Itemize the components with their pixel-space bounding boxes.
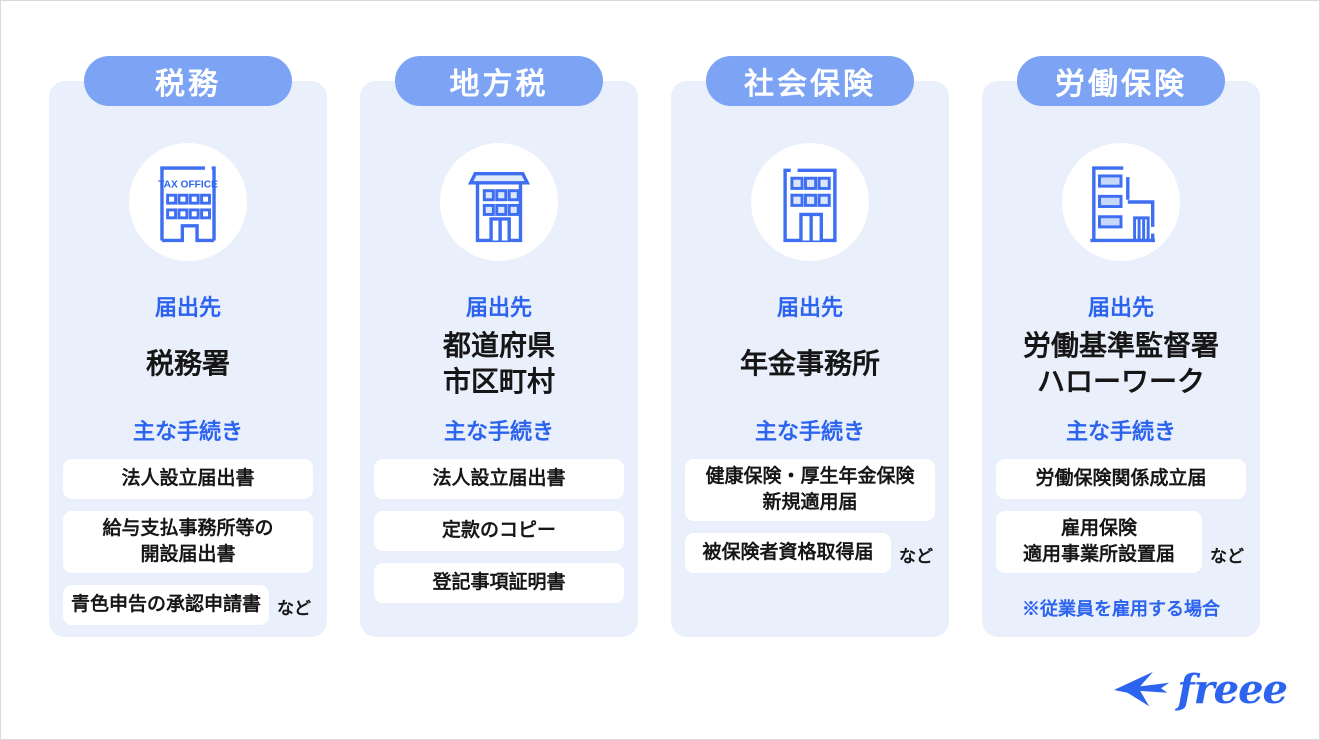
government-building-icon-windows bbox=[482, 189, 520, 216]
labor-office-building-icon bbox=[1090, 166, 1155, 243]
tax-office-icon-windows bbox=[166, 193, 211, 220]
procedure-row: 給与支払事務所等の 開設届出書 bbox=[63, 511, 313, 573]
column-labor-insurance: 労働保険 届出先 bbox=[982, 56, 1260, 637]
procedures-list: 健康保険・厚生年金保険 新規適用届 被保険者資格取得届 など bbox=[685, 459, 935, 573]
procedure-row: 雇用保険 適用事業所設置届 など bbox=[996, 511, 1246, 573]
procedure-row: 登記事項証明書 bbox=[374, 563, 624, 603]
procedure-text: 定款のコピー bbox=[441, 520, 556, 541]
freee-logo-text: freee bbox=[1177, 666, 1288, 713]
procedures-list: 法人設立届出書 定款のコピー 登記事項証 bbox=[374, 459, 624, 603]
destination-name: 税務署 bbox=[146, 327, 230, 401]
labor-office-icon-circle bbox=[1062, 143, 1180, 261]
procedure-box: 法人設立届出書 bbox=[63, 459, 313, 499]
procedure-text: 健康保険・厚生年金保険 bbox=[705, 466, 915, 487]
procedure-text: 被保険者資格取得届 bbox=[702, 542, 874, 563]
destination-name-line: 年金事務所 bbox=[739, 348, 880, 379]
procedure-row: 被保険者資格取得届 など bbox=[685, 533, 935, 573]
procedure-text: 新規適用届 bbox=[762, 492, 858, 513]
column-social-insurance-title-pill: 社会保険 bbox=[706, 56, 914, 106]
etc-label: など bbox=[277, 599, 311, 618]
column-tax-title-pill: 税務 bbox=[84, 56, 292, 106]
destination-label: 届出先 bbox=[776, 295, 843, 320]
procedures-list: 法人設立届出書 給与支払事務所等の 開設届出書 bbox=[63, 459, 313, 625]
procedure-text: 開設届出書 bbox=[140, 544, 236, 565]
procedure-box: 法人設立届出書 bbox=[374, 459, 624, 499]
destination-label: 届出先 bbox=[1087, 295, 1154, 320]
column-labor-insurance-card: 届出先 労働基準監督署 ハローワーク 主な手続き 労働保険関係成立届 bbox=[982, 81, 1260, 637]
procedure-text: 登記事項証明書 bbox=[432, 572, 566, 593]
destination-name: 労働基準監督署 ハローワーク bbox=[1023, 327, 1219, 401]
destination-name: 都道府県 市区町村 bbox=[443, 327, 555, 401]
procedure-row: 定款のコピー bbox=[374, 511, 624, 551]
procedure-text: 適用事業所設置届 bbox=[1022, 544, 1175, 565]
destination-name-line: 都道府県 bbox=[442, 330, 555, 361]
procedures-label: 主な手続き bbox=[443, 419, 554, 444]
procedure-text: 雇用保険 bbox=[1060, 518, 1137, 539]
column-tax-card: TAX OFFICE 届出先 税務署 主な手続き bbox=[49, 81, 327, 637]
column-local-tax-card: 届出先 都道府県 市区町村 主な手続き 法人設立届出書 bbox=[360, 81, 638, 637]
procedure-box: 給与支払事務所等の 開設届出書 bbox=[63, 511, 313, 573]
labor-office-icon-door bbox=[1133, 216, 1150, 241]
column-social-insurance: 社会保険 届出先 年金事務所 主 bbox=[671, 56, 949, 637]
procedures-label: 主な手続き bbox=[132, 419, 243, 444]
destination-name-line: ハローワーク bbox=[1036, 366, 1205, 397]
procedures-list: 労働保険関係成立届 雇用保険 適用事業所設置届 など bbox=[996, 459, 1246, 573]
labor-office-icon-window-bars bbox=[1098, 174, 1123, 229]
column-local-tax: 地方税 届出先 都道府県 市区町村 bbox=[360, 56, 638, 637]
office-building-icon-door bbox=[799, 212, 824, 241]
freee-logo: freee bbox=[1113, 666, 1288, 713]
procedures-label: 主な手続き bbox=[1065, 419, 1176, 444]
procedure-box: 雇用保険 適用事業所設置届 bbox=[996, 511, 1202, 573]
procedure-text: 給与支払事務所等の bbox=[102, 518, 274, 539]
columns-board: 税務 TAX OFFICE 届出先 税務署 bbox=[49, 56, 1260, 637]
etc-label: など bbox=[1210, 547, 1244, 566]
government-building-icon-door bbox=[489, 217, 511, 241]
procedure-row: 青色申告の承認申請書 など bbox=[63, 585, 313, 625]
procedure-box: 登記事項証明書 bbox=[374, 563, 624, 603]
procedure-box: 被保険者資格取得届 bbox=[685, 533, 891, 573]
destination-label: 届出先 bbox=[465, 295, 532, 320]
procedure-row: 法人設立届出書 bbox=[63, 459, 313, 499]
office-building-icon bbox=[783, 168, 837, 243]
procedure-row: 労働保険関係成立届 bbox=[996, 459, 1246, 499]
procedure-row: 健康保険・厚生年金保険 新規適用届 bbox=[685, 459, 935, 521]
tax-office-building-icon: TAX OFFICE bbox=[158, 166, 218, 243]
procedure-box: 労働保険関係成立届 bbox=[996, 459, 1246, 499]
freee-swallow-icon bbox=[1114, 671, 1170, 707]
column-social-insurance-card: 届出先 年金事務所 主な手続き 健康保険・厚生年金保険 新規適用届 bbox=[671, 81, 949, 637]
government-building-icon-circle bbox=[440, 143, 558, 261]
government-building-icon bbox=[467, 172, 531, 243]
procedure-text: 労働保険関係成立届 bbox=[1035, 468, 1207, 489]
office-building-icon-windows bbox=[790, 176, 831, 207]
destination-name-line: 市区町村 bbox=[442, 366, 555, 397]
column-labor-insurance-title-pill: 労働保険 bbox=[1017, 56, 1225, 106]
procedure-text: 法人設立届出書 bbox=[432, 468, 566, 489]
procedure-row: 法人設立届出書 bbox=[374, 459, 624, 499]
column-tax: 税務 TAX OFFICE 届出先 税務署 bbox=[49, 56, 327, 637]
etc-label: など bbox=[899, 547, 933, 566]
procedure-text: 青色申告の承認申請書 bbox=[70, 594, 261, 615]
procedure-box: 健康保険・厚生年金保険 新規適用届 bbox=[685, 459, 935, 521]
procedures-label: 主な手続き bbox=[754, 419, 865, 444]
tax-office-icon-circle: TAX OFFICE bbox=[129, 143, 247, 261]
column-local-tax-title-pill: 地方税 bbox=[395, 56, 603, 106]
office-building-icon-circle bbox=[751, 143, 869, 261]
destination-name-line: 労働基準監督署 bbox=[1022, 330, 1219, 361]
procedure-box: 定款のコピー bbox=[374, 511, 624, 551]
column-note: ※従業員を雇用する場合 bbox=[1022, 599, 1220, 619]
destination-label: 届出先 bbox=[154, 295, 221, 320]
destination-name-line: 税務署 bbox=[145, 348, 230, 379]
destination-name: 年金事務所 bbox=[740, 327, 880, 401]
tax-office-icon-caption: TAX OFFICE bbox=[158, 179, 218, 190]
procedure-box: 青色申告の承認申請書 bbox=[63, 585, 269, 625]
procedure-text: 法人設立届出書 bbox=[121, 468, 255, 489]
